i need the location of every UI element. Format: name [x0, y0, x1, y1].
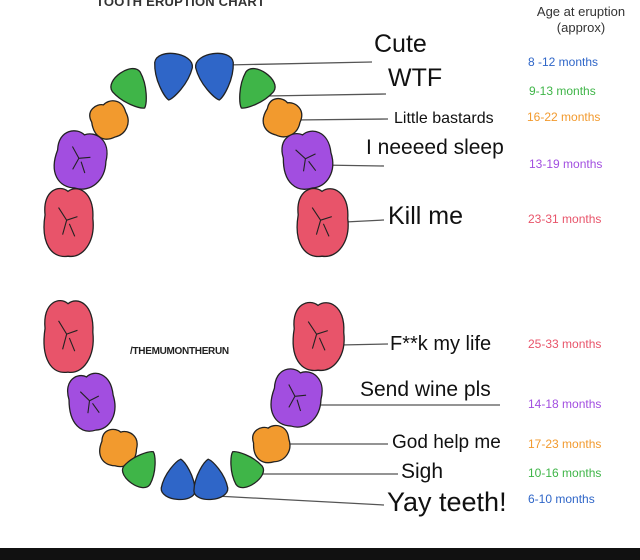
lower-right-central-incisor — [193, 458, 229, 501]
upper-left-lateral-incisor — [110, 68, 147, 109]
upper-left-canine — [89, 100, 129, 140]
line-upper-lateral-incisor — [265, 93, 387, 97]
age-upper-lateral-incisor: 9-13 months — [529, 84, 596, 98]
age-lower-lateral-incisor: 10-16 months — [528, 466, 602, 480]
watermark: /THEMUMONTHERUN — [130, 346, 229, 357]
age-lower-first-molar: 14-18 months — [528, 397, 602, 411]
lower-right-first-molar — [270, 368, 323, 428]
lower-left-second-molar — [43, 299, 94, 373]
upper-left-second-molar — [43, 187, 94, 258]
label-lower-central-incisor: Yay teeth! — [387, 487, 507, 517]
label-lower-canine: God help me — [392, 432, 501, 453]
chart-title: TOOTH ERUPTION CHART — [96, 0, 266, 9]
label-lower-second-molar: F**k my life — [390, 333, 492, 355]
upper-left-first-molar — [53, 130, 108, 190]
age-upper-first-molar: 13-19 months — [529, 157, 603, 171]
upper-left-central-incisor — [154, 52, 193, 101]
age-header-line2: (approx) — [556, 20, 606, 35]
lower-left-canine — [99, 428, 138, 468]
label-upper-second-molar: Kill me — [388, 202, 464, 230]
line-upper-second-molar — [344, 219, 385, 223]
line-upper-central-incisor — [225, 61, 373, 66]
upper-right-lateral-incisor — [239, 68, 276, 109]
label-lower-first-molar: Send wine pls — [360, 378, 491, 401]
label-upper-canine: Little bastards — [394, 110, 494, 127]
bottom-bar — [0, 548, 640, 560]
age-upper-second-molar: 23-31 months — [528, 212, 602, 226]
line-lower-second-molar — [339, 343, 389, 346]
upper-right-canine — [262, 98, 303, 138]
age-lower-canine: 17-23 months — [528, 437, 602, 451]
label-upper-central-incisor: Cute — [374, 30, 427, 58]
age-header-line1: Age at eruption — [536, 4, 626, 19]
line-lower-central-incisor — [215, 495, 385, 506]
upper-right-second-molar — [296, 187, 349, 258]
lower-left-lateral-incisor — [121, 451, 156, 489]
label-lower-lateral-incisor: Sigh — [401, 460, 444, 483]
age-upper-canine: 16-22 months — [527, 110, 601, 124]
age-header: Age at eruption (approx) — [522, 4, 640, 36]
label-upper-lateral-incisor: WTF — [388, 64, 443, 92]
upper-right-first-molar — [281, 130, 334, 190]
label-upper-first-molar: I neeeed sleep — [366, 136, 504, 159]
age-upper-central-incisor: 8 -12 months — [528, 55, 599, 69]
lower-left-first-molar — [67, 372, 116, 432]
lower-right-canine — [252, 424, 291, 464]
line-upper-canine — [293, 118, 389, 121]
upper-right-central-incisor — [195, 52, 234, 101]
lower-right-lateral-incisor — [230, 451, 265, 489]
age-lower-central-incisor: 6-10 months — [528, 492, 595, 506]
lower-right-second-molar — [292, 301, 345, 372]
lower-left-central-incisor — [160, 458, 196, 501]
leader-lines — [215, 61, 500, 506]
teeth-group — [43, 52, 349, 501]
age-lower-second-molar: 25-33 months — [528, 337, 602, 351]
